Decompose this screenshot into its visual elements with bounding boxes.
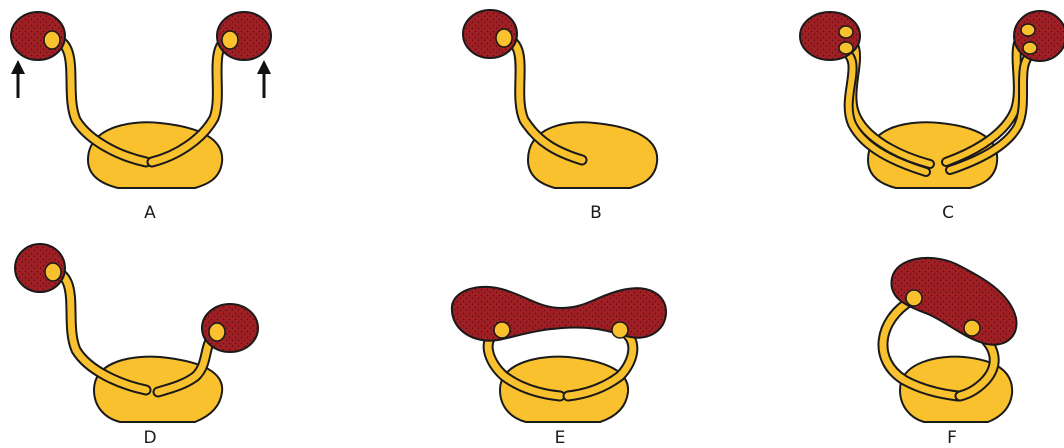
panel-label-a: A: [144, 203, 156, 223]
arrow-up-icon: [257, 60, 271, 98]
panel-label-d: D: [143, 428, 156, 448]
arrow-up-icon: [11, 60, 25, 98]
right-kidney: [1014, 11, 1064, 61]
bladder: [528, 122, 657, 188]
panel-d: D: [15, 244, 258, 448]
panel-label-f: F: [947, 428, 957, 448]
panel-f: F: [883, 258, 1017, 448]
panel-e: E: [452, 287, 666, 448]
panel-a: A: [11, 12, 271, 223]
horseshoe-kidney: [452, 287, 666, 341]
panel-b: B: [463, 10, 657, 223]
panel-label-e: E: [555, 428, 566, 448]
panel-label-c: C: [942, 203, 954, 223]
panel-label-b: B: [590, 203, 602, 223]
panel-c: C: [800, 11, 1064, 223]
